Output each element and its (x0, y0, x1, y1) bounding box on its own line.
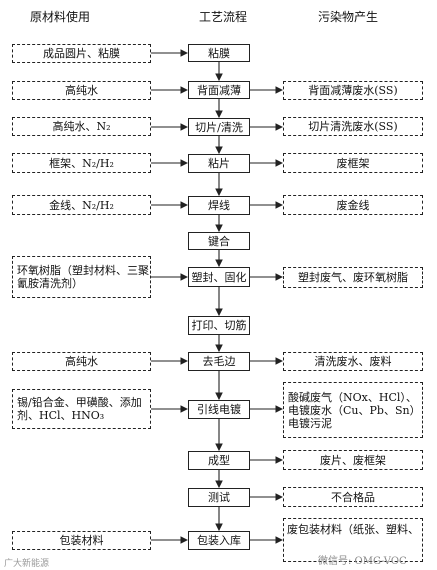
process-step: 切片/清洗 (188, 118, 250, 136)
pollution-header: 污染物产生 (318, 10, 379, 24)
material-box: 成品圆片、粘膜 (12, 44, 151, 63)
process-step: 粘膜 (188, 44, 250, 62)
pollution-box: 废框架 (283, 153, 423, 173)
pollution-box: 塑封废气、废环氧树脂 (283, 267, 423, 288)
material-box: 金线、N₂/H₂ (12, 195, 151, 215)
process-step: 塑封、固化 (188, 267, 250, 287)
pollution-box: 切片清洗废水(SS) (283, 117, 423, 136)
process-step: 键合 (188, 232, 250, 250)
pollution-box: 背面减薄废水(SS) (283, 81, 423, 100)
watermark-left: 广大新能源 (4, 559, 50, 569)
process-step: 去毛边 (188, 352, 250, 371)
process-header: 工艺流程 (199, 10, 248, 24)
pollution-box: 废包装材料（纸张、塑料、 (283, 518, 423, 562)
material-box: 高纯水、N₂ (12, 117, 151, 136)
pollution-box: 废金线 (283, 195, 423, 215)
pollution-box: 不合格品 (283, 487, 423, 507)
materials-header: 原材料使用 (30, 10, 91, 24)
material-box: 环氧树脂（塑封材料、三聚氰胺清洗剂） (12, 256, 151, 298)
process-step: 焊线 (188, 196, 250, 215)
material-box: 高纯水 (12, 81, 151, 100)
process-step: 成型 (188, 451, 250, 470)
pollution-box: 废片、废框架 (283, 450, 423, 470)
process-step: 引线电镀 (188, 400, 250, 419)
watermark-right: 微信号: OMG-VOC (318, 556, 407, 567)
material-box: 高纯水 (12, 352, 151, 371)
material-box: 框架、N₂/H₂ (12, 153, 151, 173)
material-box: 包装材料 (12, 531, 151, 550)
pollution-box: 酸碱废气（NOx、HCl）、电镀废水（Cu、Pb、Sn）电镀污泥 (283, 382, 423, 438)
process-step: 打印、切筋 (188, 316, 250, 335)
pollution-box: 清洗废水、废料 (283, 352, 423, 371)
process-step: 包装入库 (188, 531, 250, 550)
process-step: 背面减薄 (188, 81, 250, 99)
process-step: 粘片 (188, 154, 250, 173)
process-step: 测试 (188, 488, 250, 507)
material-box: 锡/铅合金、甲磺酸、添加剂、HCl、HNO₃ (12, 389, 151, 429)
